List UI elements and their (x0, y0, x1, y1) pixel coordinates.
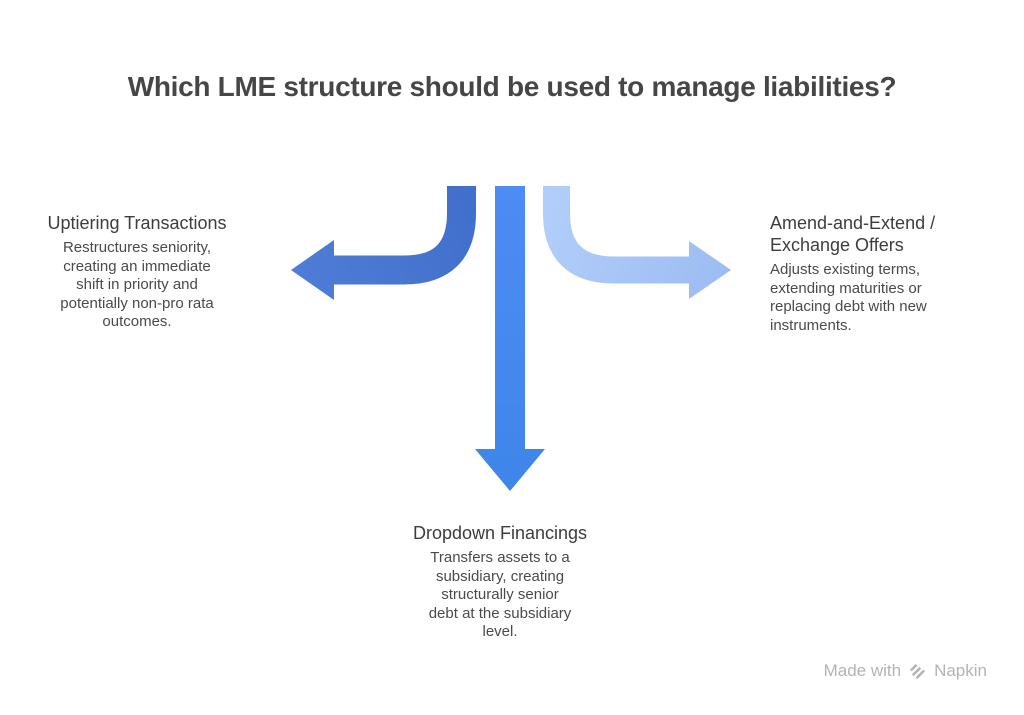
watermark-prefix: Made with (823, 661, 902, 680)
dropdown-description: Transfers assets to a subsidiary, creati… (428, 549, 572, 641)
made-with-napkin-watermark: Made with Napkin (824, 661, 987, 681)
amend-extend-heading: Amend-and-Extend / Exchange Offers (770, 213, 936, 255)
amend-extend-right-arrow-icon (543, 186, 731, 299)
dropdown-down-arrow-icon (475, 186, 545, 491)
dropdown-heading: Dropdown Financings (412, 523, 588, 543)
amend-extend-description: Adjusts existing terms, extending maturi… (770, 261, 927, 334)
napkin-logo-icon (910, 663, 926, 679)
diagram-title: Which LME structure should be used to ma… (127, 71, 897, 102)
uptiering-transactions-node: Uptiering Transactions Restructures seni… (27, 212, 247, 332)
uptiering-heading: Uptiering Transactions (47, 213, 227, 233)
amend-extend-node: Amend-and-Extend / Exchange Offers Adjus… (770, 212, 960, 335)
dropdown-financings-node: Dropdown Financings Transfers assets to … (385, 522, 615, 642)
watermark-brand: Napkin (934, 661, 987, 680)
uptiering-left-arrow-icon (291, 186, 476, 300)
uptiering-description: Restructures seniority, creating an imme… (60, 239, 214, 331)
